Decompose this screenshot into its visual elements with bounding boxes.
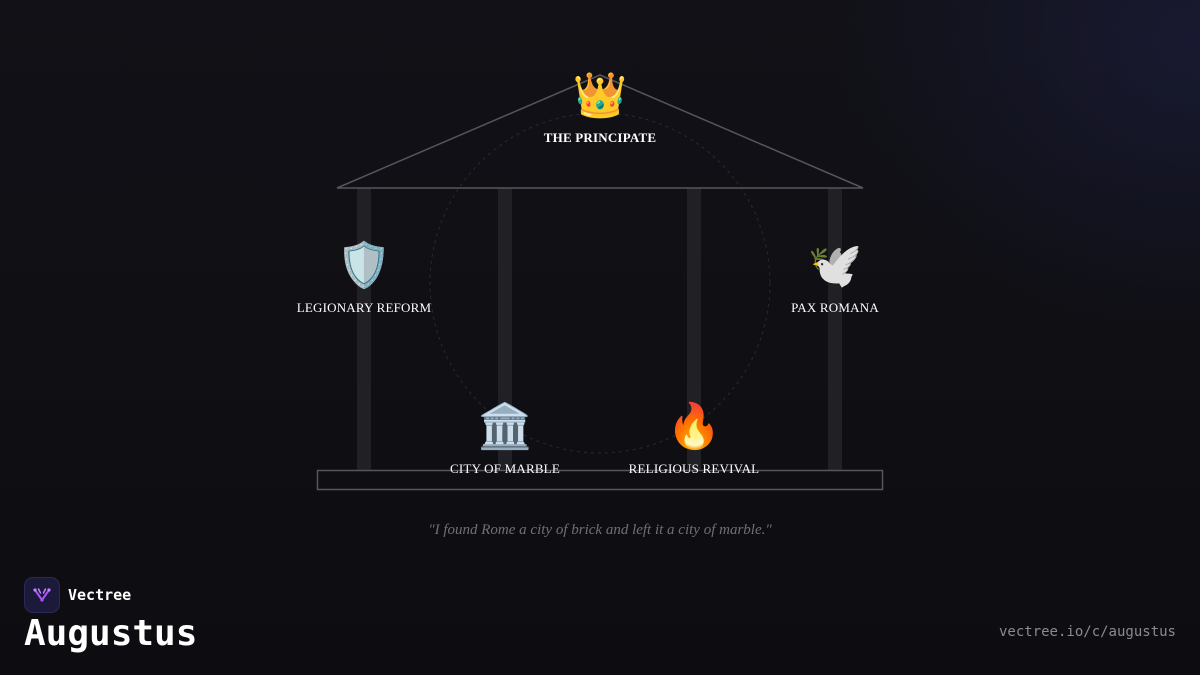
column-4 (828, 188, 842, 470)
node-the-principate: 👑 THE PRINCIPATE (500, 70, 700, 146)
column-2 (498, 188, 512, 470)
fire-icon: 🔥 (666, 401, 722, 452)
dove-icon: 🕊️ (807, 240, 863, 291)
column-1 (357, 188, 371, 470)
connection-circle (429, 112, 771, 454)
node-label: RELIGIOUS REVIVAL (628, 461, 760, 476)
brand[interactable]: Vectree (24, 577, 131, 613)
node-pax-romana: 🕊️ PAX ROMANA (735, 240, 935, 316)
node-label: PAX ROMANA (791, 300, 879, 315)
node-city-of-marble: 🏛️ CITY OF MARBLE (405, 401, 605, 477)
crown-icon: 👑 (572, 70, 628, 121)
node-legionary-reform: 🛡️ LEGIONARY REFORM (264, 240, 464, 316)
classical-building-icon: 🏛️ (477, 401, 533, 452)
shield-icon: 🛡️ (336, 240, 392, 291)
node-label: THE PRINCIPATE (543, 130, 657, 145)
vectree-logo-icon (24, 577, 60, 613)
node-label: LEGIONARY REFORM (296, 300, 432, 315)
augustus-quote: "I found Rome a city of brick and left i… (428, 522, 772, 538)
temple-base (316, 469, 884, 491)
node-religious-revival: 🔥 RELIGIOUS REVIVAL (594, 401, 794, 477)
column-3 (687, 188, 701, 470)
temple-pediment (336, 74, 864, 189)
node-label: CITY OF MARBLE (450, 461, 560, 476)
brand-name: Vectree (68, 586, 132, 604)
page-url[interactable]: vectree.io/c/augustus (998, 624, 1176, 640)
page-title: Augustus (24, 613, 198, 654)
